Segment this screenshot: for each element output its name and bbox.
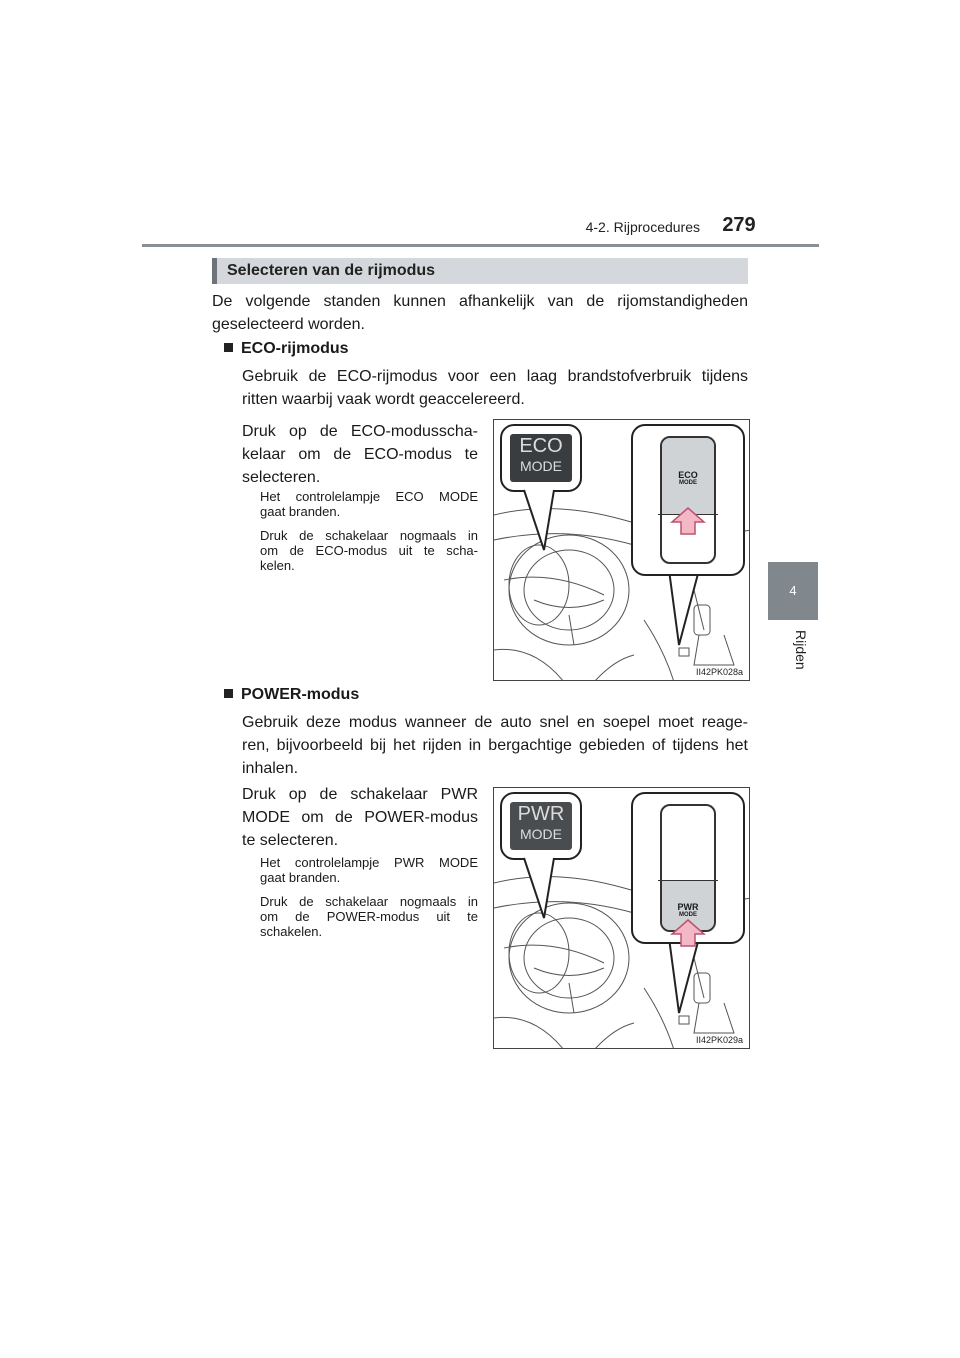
eco-note-toggle: Druk de schakelaar nogmaals in om de ECO…	[260, 528, 478, 573]
page-number: 279	[722, 214, 756, 236]
eco-note-indicator: Het controlelampje ECO MODE gaat branden…	[260, 489, 478, 519]
pwr-mode-switch[interactable]: PWR MODE	[670, 902, 706, 919]
power-instruction: Druk op de schakelaar PWR MODE om de POW…	[242, 783, 478, 852]
intro-line: De volgende standen kunnen afhankelijk v…	[212, 293, 748, 310]
power-note-toggle: Druk de schakelaar nogmaals in om de POW…	[260, 894, 478, 939]
indicator-callout: PWR MODE	[500, 792, 582, 860]
indicator-label: ECO	[519, 435, 563, 457]
power-note-indicator: Het controlelampje PWR MODE gaat branden…	[260, 855, 478, 885]
pwr-mode-switch-panel: PWR MODE	[658, 804, 718, 947]
square-bullet-icon	[224, 689, 233, 698]
switch-label: MODE	[679, 480, 697, 486]
header-divider	[142, 244, 819, 247]
eco-note-line: om de ECO-modus uit te scha-	[260, 543, 478, 558]
chapter-label: Rijden	[793, 630, 809, 670]
eco-heading: ECO-rijmodus	[224, 340, 349, 358]
switch-divider	[658, 880, 718, 881]
eco-mode-indicator-lamp: ECO MODE	[510, 434, 572, 482]
switch-label: MODE	[679, 912, 697, 918]
eco-description: Gebruik de ECO-rijmodus voor een laag br…	[242, 365, 748, 411]
figure-code: II42PK029a	[695, 1035, 743, 1045]
eco-note-line: Druk de schakelaar nogmaals in	[260, 528, 478, 543]
press-arrow-icon	[670, 507, 706, 535]
switch-callout: PWR MODE	[631, 792, 745, 947]
indicator-callout: ECO MODE	[500, 424, 582, 492]
callout-pointer	[523, 857, 700, 1014]
section-heading: Selecteren van de rijmodus	[212, 258, 748, 284]
eco-description-line: Gebruik de ECO-rijmodus voor een laag br…	[242, 368, 748, 385]
eco-instruction-line: kelaar om de ECO-modus te	[242, 446, 478, 463]
eco-description-line: ritten waarbij vaak wordt geaccelereerd.	[242, 391, 525, 408]
power-note-line: om de POWER-modus uit te	[260, 909, 478, 924]
power-instruction-line: Druk op de schakelaar PWR	[242, 786, 478, 803]
indicator-label: MODE	[520, 826, 562, 842]
callout-pointer	[523, 489, 700, 646]
eco-mode-switch-panel: ECO MODE	[658, 436, 718, 564]
power-description-line: ren, bijvoorbeeld bij het rijden in berg…	[242, 737, 748, 754]
power-description: Gebruik deze modus wanneer de auto snel …	[242, 711, 748, 780]
intro-paragraph: De volgende standen kunnen afhankelijk v…	[212, 290, 748, 336]
intro-line: geselecteerd worden.	[212, 316, 365, 333]
switch-panel-gray	[662, 438, 714, 514]
eco-mode-illustration: ECO MODE ECO MODE II42PK028a	[493, 419, 750, 681]
power-note-line: gaat branden.	[260, 870, 341, 885]
eco-note-line: kelen.	[260, 558, 295, 573]
switch-label: ECO	[678, 470, 698, 480]
square-bullet-icon	[224, 343, 233, 352]
power-instruction-line: MODE om de POWER-modus	[242, 809, 478, 826]
indicator-label: MODE	[520, 458, 562, 474]
eco-instruction: Druk op de ECO-modusscha- kelaar om de E…	[242, 420, 478, 489]
power-note-line: Het controlelampje PWR MODE	[260, 855, 478, 870]
power-heading: POWER-modus	[224, 686, 359, 704]
eco-instruction-line: Druk op de ECO-modusscha-	[242, 423, 478, 440]
eco-note-line: Het controlelampje ECO MODE	[260, 489, 478, 504]
switch-callout: ECO MODE	[631, 424, 745, 576]
power-description-line: Gebruik deze modus wanneer de auto snel …	[242, 714, 748, 731]
eco-mode-switch[interactable]: ECO MODE	[670, 470, 706, 487]
chapter-tab: 4	[768, 562, 818, 620]
power-heading-label: POWER-modus	[241, 686, 360, 703]
press-arrow-icon	[670, 919, 706, 947]
eco-instruction-line: selecteren.	[242, 469, 321, 486]
power-mode-illustration: PWR MODE PWR MODE II42PK029a	[493, 787, 750, 1049]
figure-code: II42PK028a	[695, 667, 743, 677]
power-note-line: Druk de schakelaar nogmaals in	[260, 894, 478, 909]
indicator-label: PWR	[517, 803, 565, 825]
power-instruction-line: te selecteren.	[242, 832, 339, 849]
eco-heading-label: ECO-rijmodus	[241, 340, 349, 357]
power-note-line: schakelen.	[260, 924, 323, 939]
running-header-section: 4-2. Rijprocedures	[585, 219, 700, 235]
pwr-mode-indicator-lamp: PWR MODE	[510, 802, 572, 850]
power-description-line: inhalen.	[242, 760, 299, 777]
dashboard-drawing	[494, 508, 749, 680]
eco-note-line: gaat branden.	[260, 504, 341, 519]
switch-label: PWR	[677, 902, 699, 912]
